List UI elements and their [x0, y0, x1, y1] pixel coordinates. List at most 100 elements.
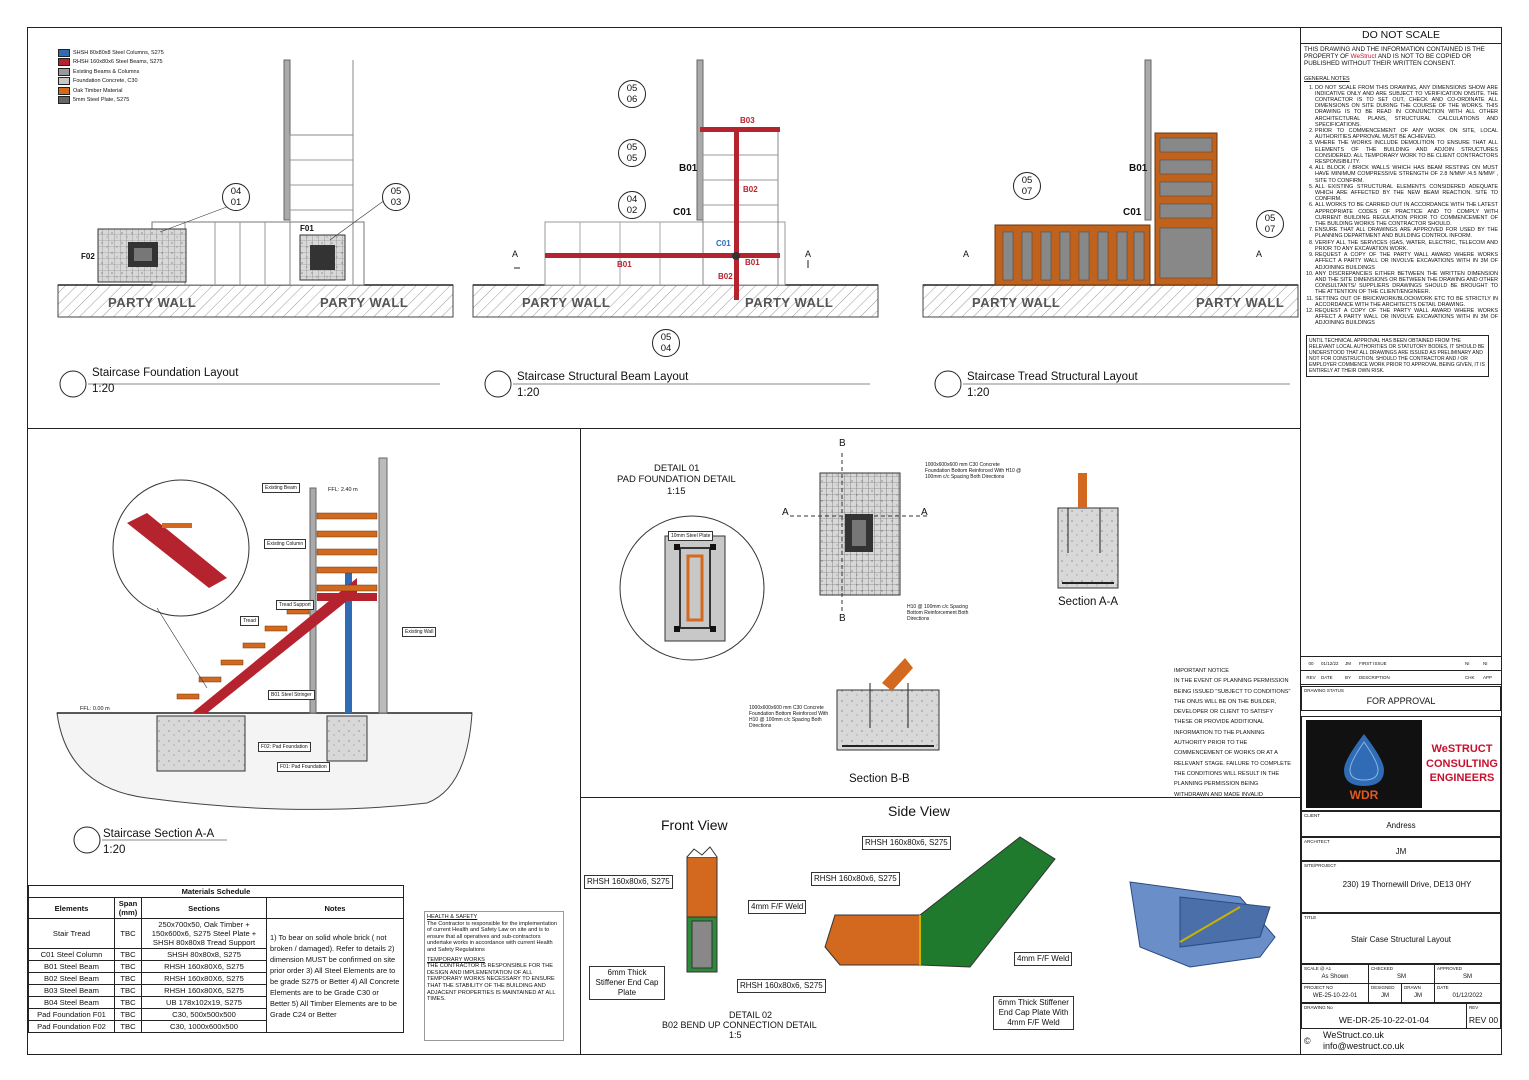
callout: F02: Pad Foundation: [258, 742, 311, 752]
callout: F01: Pad Foundation: [277, 762, 330, 772]
health-safety-body: The Contractor is responsible for the im…: [427, 920, 557, 953]
drawing-status: FOR APPROVAL: [1366, 696, 1436, 706]
detail-divider: [580, 797, 1300, 798]
party-wall-label: PARTY WALL: [745, 295, 834, 310]
tag-b02: B02: [718, 272, 733, 281]
section-title: Staircase Section A-A: [103, 828, 215, 840]
website-link[interactable]: WeStruct.co.uk: [1323, 1030, 1384, 1040]
important-notice: IMPORTANT NOTICE IN THE EVENT OF PLANNIN…: [1174, 666, 1292, 800]
legend-item: RHSH 160x80x6 Steel Beams, S275: [58, 58, 164, 68]
side-panel-divider: [1300, 27, 1301, 1055]
callout: 4mm F/F Weld: [1014, 952, 1073, 966]
section-marker: A: [782, 507, 789, 518]
detail02-scale: 1:5: [729, 1030, 742, 1040]
site-address: 230) 19 Thornewill Drive, DE13 0HY: [1342, 880, 1472, 889]
beam-layout-scale: 1:20: [517, 387, 540, 399]
section-aa-title: Section A-A: [1058, 596, 1119, 608]
concrete-note-bb: 1000x600x600 mm C30 Concrete Foundation …: [749, 705, 829, 729]
material-legend: SHSH 80x80x8 Steel Columns, S275 RHSH 16…: [58, 48, 164, 105]
callout: 6mm Thick Stiffener End Cap Plate: [589, 966, 665, 1000]
plan-views: [57, 59, 1299, 398]
detail01-subtitle: PAD FOUNDATION DETAIL: [617, 474, 736, 485]
callout: RHSH 160x80x6, S275: [584, 875, 673, 889]
party-wall-label: PARTY WALL: [1196, 295, 1285, 310]
drawing-status-cell: DRAWING STATUS FOR APPROVAL: [1301, 686, 1501, 711]
temporary-works-title: TEMPORARY WORKS: [427, 956, 485, 963]
row-divider: [27, 428, 1300, 429]
ffl-bottom: FFL: 0.00 m: [80, 706, 110, 712]
email-link[interactable]: info@westruct.co.uk: [1323, 1041, 1405, 1051]
callout: Existing Beam: [262, 483, 300, 493]
col-header: Span (mm): [114, 897, 142, 919]
beam-layout-title: Staircase Structural Beam Layout: [517, 371, 689, 383]
section-marker: B: [839, 613, 846, 624]
health-safety-box: HEALTH & SAFETY The Contractor is respon…: [424, 911, 564, 1041]
tag-b01: B01: [679, 163, 698, 174]
approval-notice: UNTIL TECHNICAL APPROVAL HAS BEEN OBTAIN…: [1306, 334, 1489, 377]
general-notes: DO NOT SCALE FROM THIS DRAWING, ANY DIME…: [1301, 85, 1501, 327]
tag-b02: B02: [743, 185, 758, 194]
important-notice-body: IN THE EVENT OF PLANNING PERMISSION BEIN…: [1174, 678, 1291, 798]
side-panel: DO NOT SCALE THIS DRAWING AND THE INFORM…: [1301, 28, 1501, 377]
copyright-icon: ©: [1304, 1036, 1311, 1046]
front-view-title: Front View: [661, 817, 728, 833]
bend-up-connection-detail: [686, 836, 1276, 973]
col-header: Sections: [141, 897, 267, 919]
tag-b01: B01: [745, 258, 760, 267]
property-notice: THIS DRAWING AND THE INFORMATION CONTAIN…: [1304, 46, 1485, 68]
callout: B01 Steel Stringer: [268, 690, 315, 700]
col-header: Notes: [266, 897, 404, 919]
tag-b03: B03: [740, 116, 755, 125]
company-logo: WDR: [1306, 720, 1422, 808]
drawing-title: Stair Case Structural Layout: [1350, 935, 1452, 944]
callout: RHSH 160x80x6, S275: [862, 836, 951, 850]
callout: RHSH 160x80x6, S275: [811, 872, 900, 886]
section-marker: A: [512, 249, 519, 259]
ffl-top: FFL: 2.40 m: [328, 487, 358, 493]
callout: Tread Support: [276, 600, 314, 610]
party-wall-label: PARTY WALL: [522, 295, 611, 310]
legend-item: Oak Timber Material: [58, 86, 164, 96]
legend-item: Existing Beams & Columns: [58, 67, 164, 77]
section-marker: A: [805, 249, 812, 259]
callout: Existing Column: [264, 539, 307, 549]
section-scale: 1:20: [103, 844, 126, 856]
title-cell: TITLE Stair Case Structural Layout: [1301, 913, 1501, 964]
col-header: Elements: [28, 897, 115, 919]
foundation-layout-scale: 1:20: [92, 383, 115, 395]
health-safety-title: HEALTH & SAFETY: [427, 914, 478, 920]
important-notice-title: IMPORTANT NOTICE: [1174, 668, 1230, 674]
materials-schedule: Materials Schedule Elements Span (mm) Se…: [28, 885, 404, 1033]
tag-b01: B01: [617, 260, 632, 269]
section-marker: A: [921, 507, 928, 518]
tread-layout-title: Staircase Tread Structural Layout: [967, 371, 1138, 383]
client-cell: CLIENT Andress: [1301, 811, 1501, 837]
staircase-section: [56, 457, 473, 854]
callout: 10mm Steel Plate: [668, 531, 714, 541]
party-wall-label: PARTY WALL: [972, 295, 1061, 310]
tag-f02: F02: [81, 252, 95, 261]
callout: RHSH 160x80x6, S275: [737, 979, 826, 993]
foundation-layout: [57, 59, 454, 398]
detail01-title: DETAIL 01: [654, 463, 700, 474]
revision: REV 00: [1468, 1015, 1499, 1025]
drawing-number: WE-DR-25-10-22-01-04: [1338, 1015, 1430, 1025]
